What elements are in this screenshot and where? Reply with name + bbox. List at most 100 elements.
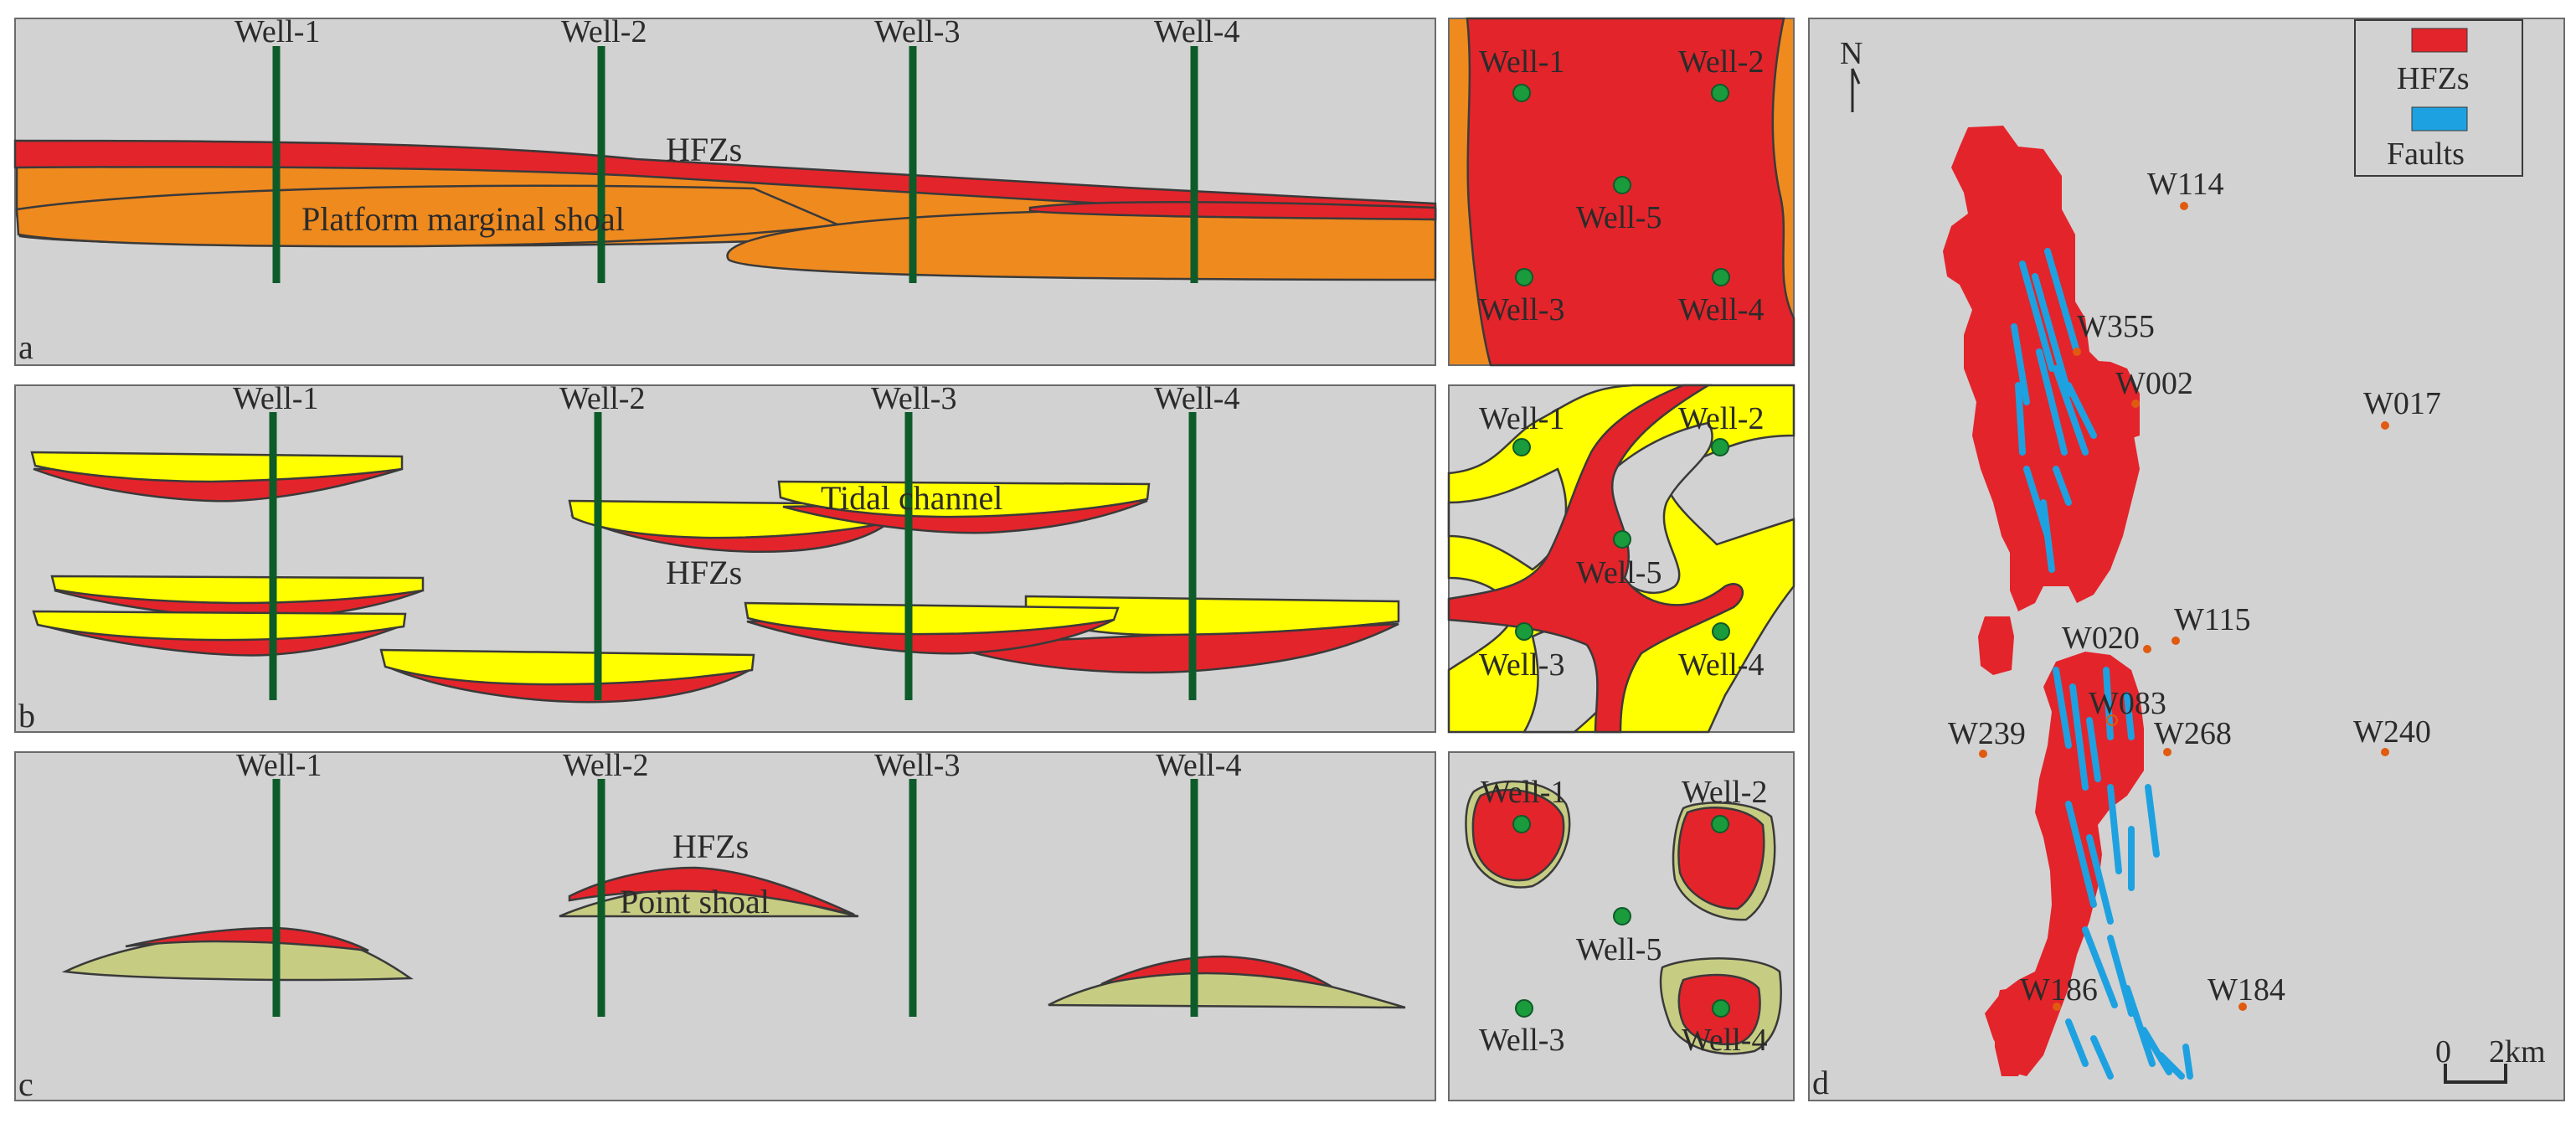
channel-lens-2 bbox=[50, 575, 425, 620]
map-c-well-2-label: Well-2 bbox=[1682, 775, 1767, 810]
well-4-label-b: Well-4 bbox=[1154, 381, 1239, 416]
well-w114-label: W114 bbox=[2147, 167, 2223, 202]
fault-25 bbox=[2141, 1027, 2172, 1075]
fault-11 bbox=[2053, 466, 2072, 506]
well-w114-dot bbox=[2180, 202, 2188, 210]
well-2-label-a: Well-2 bbox=[561, 14, 647, 49]
legend: HFZs Faults bbox=[2354, 19, 2523, 177]
fault-27 bbox=[2065, 1018, 2089, 1067]
channel-lens-7 bbox=[945, 595, 1400, 674]
map-b-hfz-red bbox=[1447, 384, 1744, 734]
well-3-label-c: Well-3 bbox=[874, 748, 960, 783]
map-c-well-3-label: Well-3 bbox=[1479, 1023, 1564, 1058]
well-w186-dot bbox=[2053, 1003, 2061, 1011]
panel-d-map: N bbox=[1808, 18, 2565, 1101]
faults-group bbox=[2011, 248, 2193, 1080]
well-w184-dot bbox=[2239, 1003, 2247, 1011]
hfz-label-b: HFZs bbox=[666, 554, 742, 591]
well-w020-label: W020 bbox=[2062, 621, 2140, 656]
well-w115-dot bbox=[2172, 637, 2180, 645]
legend-hfz-label: HFZs bbox=[2397, 61, 2470, 96]
map-b-well-2-dot bbox=[1711, 438, 1729, 456]
map-c-well-4-dot bbox=[1712, 999, 1730, 1018]
panel-c-map: Well-1 Well-2 Well-5 Well-3 Well-4 bbox=[1448, 751, 1795, 1101]
well-w239-label: W239 bbox=[1948, 716, 2026, 751]
well-w186-label: W186 bbox=[2020, 972, 2098, 1008]
map-c-well-1-label: Well-1 bbox=[1481, 775, 1566, 810]
well-w184-label: W184 bbox=[2208, 972, 2285, 1008]
well-1-label-c: Well-1 bbox=[236, 748, 322, 783]
map-c-well-4-label: Well-4 bbox=[1682, 1023, 1767, 1058]
fault-2 bbox=[2032, 273, 2072, 397]
hfz-small-west bbox=[1978, 616, 2014, 675]
well-w240-label: W240 bbox=[2353, 714, 2431, 750]
fault-24 bbox=[2124, 985, 2156, 1067]
map-a-well-1-label: Well-1 bbox=[1479, 44, 1564, 80]
hfz-south-body bbox=[1985, 652, 2144, 1076]
map-c-well-5-label: Well-5 bbox=[1576, 932, 1662, 967]
well-3-label-b: Well-3 bbox=[871, 381, 956, 416]
map-b-well-3-dot bbox=[1515, 622, 1533, 641]
fault-21 bbox=[2145, 784, 2160, 858]
map-b-well-4-label: Well-4 bbox=[1678, 647, 1764, 683]
well-w002-dot bbox=[2131, 400, 2140, 408]
panel-b-map: Well-1 Well-2 Well-5 Well-3 Well-4 bbox=[1447, 384, 1795, 734]
scale-zero-label: 0 bbox=[2435, 1034, 2451, 1070]
channel-lens-6 bbox=[777, 480, 1151, 534]
map-a-well-3-label: Well-3 bbox=[1479, 292, 1564, 327]
panel-letter-c: c bbox=[18, 1065, 33, 1103]
legend-faults-swatch bbox=[2411, 106, 2468, 131]
map-a-well-4-label: Well-4 bbox=[1678, 292, 1764, 327]
map-d-well-dots bbox=[1979, 202, 2389, 1011]
fault-17 bbox=[2065, 801, 2097, 908]
map-c-well-2-dot bbox=[1711, 815, 1729, 833]
well-w017-dot bbox=[2381, 421, 2389, 430]
well-1-label-a: Well-1 bbox=[234, 14, 320, 49]
map-b-well-5-label: Well-5 bbox=[1576, 555, 1662, 590]
map-b-well-1-dot bbox=[1512, 438, 1531, 456]
platform-shoal-label: Platform marginal shoal bbox=[301, 200, 625, 238]
fault-3 bbox=[2044, 248, 2080, 355]
fault-12 bbox=[2053, 667, 2072, 749]
well-w115-label: W115 bbox=[2174, 602, 2250, 637]
legend-faults-label: Faults bbox=[2387, 137, 2465, 172]
map-b-well-2-label: Well-2 bbox=[1678, 401, 1764, 436]
hfz-north-right-lobe bbox=[2085, 360, 2140, 440]
map-b-well-4-dot bbox=[1712, 622, 1730, 641]
channel-lens-3 bbox=[32, 610, 407, 657]
map-b-well-1-label: Well-1 bbox=[1479, 401, 1564, 436]
legend-hfz-swatch bbox=[2411, 28, 2468, 53]
panel-c-section: Well-1 Well-2 Well-3 Well-4 HFZs Point s… bbox=[14, 748, 1436, 1103]
panel-a-section: Well-1 Well-2 Well-3 Well-4 HFZs Platfor… bbox=[13, 14, 1437, 366]
channel-lens-8 bbox=[744, 601, 1120, 655]
hfz-south-small-left bbox=[1995, 987, 2035, 1076]
panel-c-bg bbox=[14, 751, 1436, 1101]
well-1-label-b: Well-1 bbox=[233, 381, 318, 416]
hfz-label-a: HFZs bbox=[666, 131, 742, 168]
channel-lens-4 bbox=[379, 648, 755, 704]
map-c-well-3-dot bbox=[1515, 999, 1533, 1018]
map-c-wells bbox=[1512, 815, 1730, 1018]
point-shoal-label: Point shoal bbox=[620, 883, 770, 920]
well-w240-dot bbox=[2381, 748, 2389, 756]
map-a-well-3-dot bbox=[1515, 268, 1533, 286]
north-label: N bbox=[1840, 36, 1862, 71]
fault-14 bbox=[2086, 717, 2101, 782]
fault-28 bbox=[2090, 1035, 2114, 1080]
map-c-hfz-1 bbox=[1471, 788, 1565, 882]
well-w239-dot bbox=[1979, 750, 1987, 758]
fault-5 bbox=[2036, 348, 2068, 456]
panel-letter-b: b bbox=[18, 697, 35, 735]
well-w020-dot bbox=[2143, 645, 2151, 653]
map-a-wells bbox=[1512, 84, 1730, 286]
fault-22 bbox=[2082, 926, 2118, 1008]
well-w083-dot bbox=[2106, 714, 2118, 726]
map-b-wells bbox=[1512, 438, 1730, 641]
well-4-label-a: Well-4 bbox=[1154, 14, 1239, 49]
map-a-well-2-dot bbox=[1711, 84, 1729, 102]
channel-lens-1 bbox=[30, 451, 404, 503]
well-w268-label: W268 bbox=[2154, 716, 2232, 751]
fault-26 bbox=[2157, 1052, 2185, 1080]
well-w002-label: W002 bbox=[2115, 366, 2193, 401]
fault-16 bbox=[2124, 692, 2135, 740]
